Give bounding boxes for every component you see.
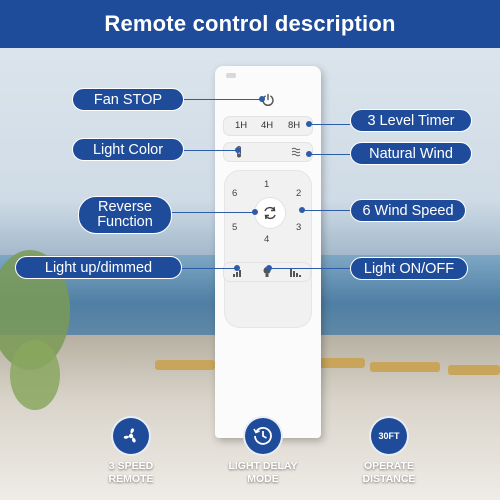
label-natural-wind: Natural Wind (350, 142, 472, 165)
page-title: Remote control description (0, 0, 500, 48)
connector-dot (234, 265, 240, 271)
connector-dot (299, 207, 305, 213)
speed-6-button[interactable]: 6 (232, 188, 238, 199)
label-light-dimmed: Light up/dimmed (15, 256, 182, 279)
speed-dial: 1 2 3 4 5 6 (223, 170, 312, 328)
timer-8h-button[interactable]: 8H (288, 120, 301, 131)
connector-dot (266, 265, 272, 271)
label-reverse-line2: Function (97, 214, 153, 230)
fan-icon (111, 416, 151, 456)
sun-lounger (320, 358, 365, 368)
label-wind-speed: 6 Wind Speed (350, 199, 466, 222)
connector-line (183, 150, 238, 151)
sun-lounger (448, 365, 500, 375)
timer-1h-button[interactable]: 1H (235, 120, 248, 131)
signal-icon: 30FT (369, 416, 409, 456)
label-reverse-line1: Reverse (98, 199, 152, 215)
speed-2-button[interactable]: 2 (296, 188, 302, 199)
distance-badge: 30FT (378, 431, 400, 441)
brightness-level-icon[interactable] (290, 267, 302, 277)
sun-lounger (155, 360, 215, 370)
connector-dot (306, 121, 312, 127)
feature-distance-line2: DISTANCE (362, 473, 416, 485)
feature-delay-line2: MODE (247, 473, 279, 485)
speed-4-button[interactable]: 4 (264, 234, 270, 245)
feature-speed-line2: REMOTE (108, 473, 154, 485)
connector-dot (259, 96, 265, 102)
label-light-onoff: Light ON/OFF (350, 257, 468, 280)
connector-line (310, 154, 350, 155)
speed-3-button[interactable]: 3 (296, 222, 302, 233)
connector-line (171, 212, 256, 213)
timer-button-bar: 1H 4H 8H (223, 116, 313, 136)
label-level-timer: 3 Level Timer (350, 109, 472, 132)
feature-delay-line1: LIGHT DELAY (228, 460, 298, 472)
label-fan-stop: Fan STOP (72, 88, 184, 111)
connector-line (181, 268, 237, 269)
connector-line (303, 210, 350, 211)
speed-5-button[interactable]: 5 (232, 222, 238, 233)
indicator-led (226, 73, 236, 78)
connector-line (183, 99, 261, 100)
wind-icon[interactable] (291, 147, 303, 157)
connector-dot (306, 151, 312, 157)
plant-decor (10, 340, 60, 410)
reverse-button[interactable] (255, 198, 285, 228)
label-reverse-function: Reverse Function (78, 196, 172, 234)
remote-control: 1H 4H 8H 1 2 3 4 5 6 (215, 66, 321, 438)
timer-4h-button[interactable]: 4H (261, 120, 274, 131)
connector-dot (252, 209, 258, 215)
reverse-icon (264, 206, 276, 220)
connector-line (270, 268, 350, 269)
feature-speed-line1: 3 SPEED (108, 460, 154, 472)
connector-line (310, 124, 350, 125)
clock-icon (243, 416, 283, 456)
label-light-color: Light Color (72, 138, 184, 161)
feature-distance-line1: OPERATE (364, 460, 414, 472)
speed-1-button[interactable]: 1 (264, 179, 270, 190)
sun-lounger (370, 362, 440, 372)
dim-level-icon[interactable] (233, 267, 243, 277)
connector-dot (235, 147, 241, 153)
